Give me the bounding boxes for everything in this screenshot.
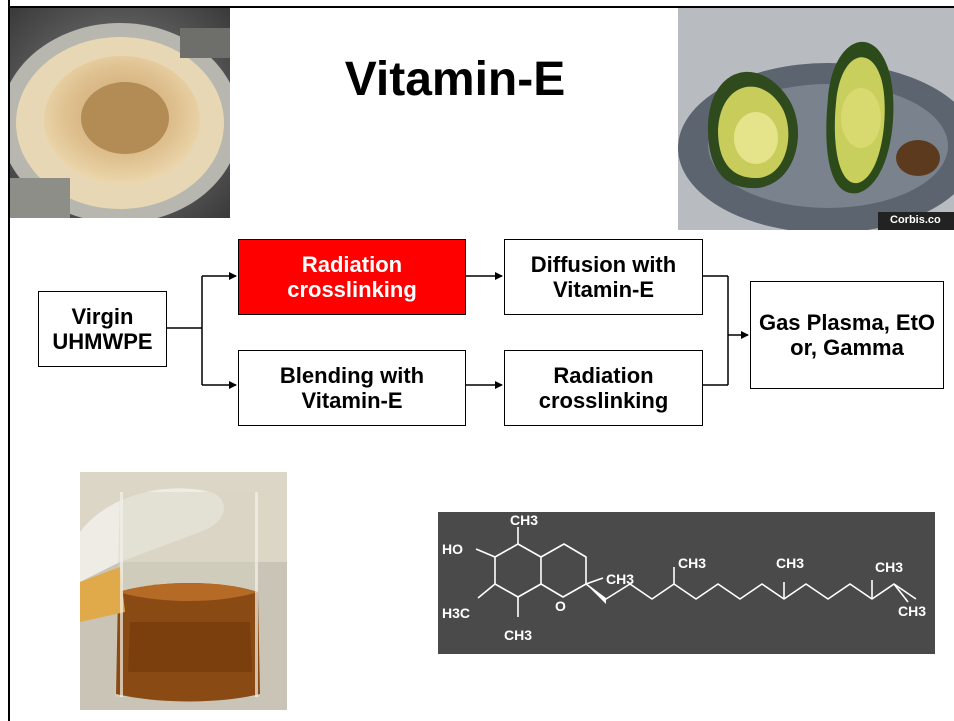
virgin-uhmwpe-box: Virgin UHMWPE [38, 291, 167, 367]
uhmwpe-cup-photo [10, 8, 230, 218]
frame-top-border [8, 6, 954, 8]
label-ch3-terminal: CH3 [898, 603, 926, 619]
blending-vitamin-e-box: Blending with Vitamin-E [238, 350, 466, 426]
diffusion-vitamin-e-box: Diffusion with Vitamin-E [504, 239, 703, 315]
label-ch3-top: CH3 [510, 512, 538, 528]
vitamin-e-beaker-photo [80, 472, 287, 710]
frame-left-border [8, 0, 10, 721]
radiation-crosslinking-box-top: Radiation crosslinking [238, 239, 466, 315]
tocopherol-structure: CH3 HO CH3 CH3 CH3 CH3 H3C CH3 CH3 O [438, 512, 935, 654]
label-h3c: H3C [442, 605, 470, 621]
photo-credit: Corbis.co [890, 214, 941, 226]
label-ch3-bottom: CH3 [504, 627, 532, 643]
sterilization-box: Gas Plasma, EtO or, Gamma [750, 281, 944, 389]
avocado-photo [678, 8, 954, 230]
label-ch3-chiral: CH3 [606, 571, 634, 587]
label-ch3-branch3: CH3 [875, 559, 903, 575]
label-ch3-branch1: CH3 [678, 555, 706, 571]
radiation-crosslinking-box-bottom: Radiation crosslinking [504, 350, 703, 426]
label-ch3-branch2: CH3 [776, 555, 804, 571]
label-ho: HO [442, 541, 463, 557]
slide-title: Vitamin-E [344, 53, 566, 106]
label-oxygen: O [555, 598, 566, 614]
